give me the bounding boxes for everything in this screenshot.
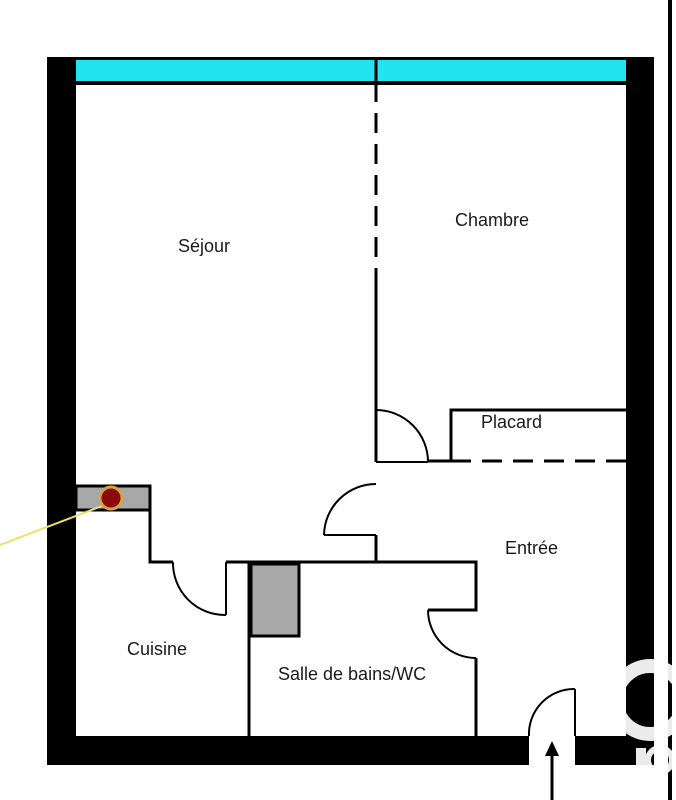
placard-walls [428, 408, 626, 463]
door-cuisine [171, 561, 227, 617]
door-sejour [323, 483, 377, 536]
window-strip [76, 60, 626, 83]
room-label-salle-de-bains: Salle de bains/WC [278, 664, 426, 684]
door-salle-de-bains [427, 609, 478, 736]
room-label-cuisine: Cuisine [127, 639, 187, 659]
room-label-chambre: Chambre [455, 210, 529, 230]
bathroom-fixture [249, 562, 301, 638]
room-label-entree: Entrée [505, 538, 558, 558]
page-edge-line [668, 0, 672, 800]
boiler-dot-icon [98, 485, 124, 511]
watermark-logo [609, 659, 676, 775]
boiler-pointer-line [0, 505, 103, 546]
entrance-arrow-icon [545, 741, 559, 800]
entrance-door [527, 687, 576, 737]
room-label-placard: Placard [481, 412, 542, 432]
room-label-sejour: Séjour [178, 236, 230, 256]
door-chambre [375, 409, 429, 463]
